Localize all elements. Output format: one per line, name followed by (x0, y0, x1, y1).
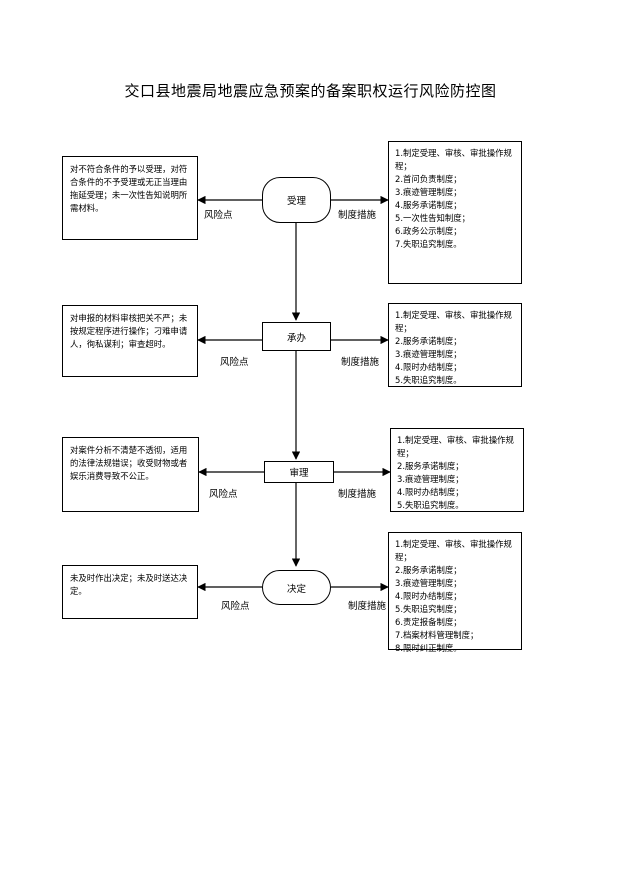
measure-item: 1.制定受理、审核、审批操作规程； (395, 539, 512, 562)
measures-box-review: 1.制定受理、审核、审批操作规程； 2.服务承诺制度； 3.痕迹管理制度； 4.… (390, 428, 524, 512)
measure-item: 2.服务承诺制度； (397, 461, 464, 471)
measure-item: 4.限时办结制度； (395, 591, 462, 601)
measure-item: 4.服务承诺制度； (395, 200, 462, 210)
risk-label: 风险点 (204, 210, 233, 221)
measure-label: 制度措施 (338, 489, 377, 500)
measure-label: 制度措施 (348, 601, 387, 612)
measure-item: 3.痕迹管理制度； (395, 578, 462, 588)
measure-item: 5.一次性告知制度； (395, 213, 470, 223)
risk-box-handle: 对申报的材料审核把关不严；未按规定程序进行操作；刁难申请人，徇私谋利；审查超时。 (62, 305, 198, 377)
stage-node-accept: 受理 (262, 177, 331, 223)
risk-label: 风险点 (209, 489, 238, 500)
measure-item: 5.失职追究制度。 (397, 500, 464, 510)
measure-label: 制度措施 (338, 210, 377, 221)
measure-item: 3.痕迹管理制度； (395, 349, 462, 359)
measure-label: 制度措施 (341, 357, 380, 368)
measure-item: 6.政务公示制度； (395, 226, 462, 236)
measure-item: 8.限时纠正制度。 (395, 643, 462, 653)
measure-item: 2.首问负责制度； (395, 174, 462, 184)
measure-item: 5.失职追究制度； (395, 604, 462, 614)
stage-node-decide: 决定 (262, 570, 331, 605)
risk-box-decide: 未及时作出决定；未及时送达决定。 (62, 565, 198, 619)
stage-node-review: 审理 (264, 461, 334, 483)
risk-box-review: 对案件分析不清楚不透彻，适用的法律法规错误；收受财物或者娱乐消费导致不公正。 (62, 437, 199, 512)
risk-box-accept: 对不符合条件的予以受理，对符合条件的不予受理或无正当理由拖延受理；未一次性告知说… (62, 156, 198, 240)
page-title: 交口县地震局地震应急预案的备案职权运行风险防控图 (124, 82, 497, 100)
measure-item: 3.痕迹管理制度； (397, 474, 464, 484)
risk-text: 对案件分析不清楚不透彻，适用的法律法规错误；收受财物或者娱乐消费导致不公正。 (70, 445, 188, 481)
risk-label: 风险点 (221, 601, 250, 612)
measure-item: 2.服务承诺制度； (395, 336, 462, 346)
risk-text: 对不符合条件的予以受理，对符合条件的不予受理或无正当理由拖延受理；未一次性告知说… (70, 164, 188, 213)
measures-box-accept: 1.制定受理、审核、审批操作规程； 2.首问负责制度； 3.痕迹管理制度； 4.… (388, 141, 522, 284)
risk-text: 未及时作出决定；未及时送达决定。 (70, 573, 188, 596)
measure-item: 3.痕迹管理制度； (395, 187, 462, 197)
stage-node-handle: 承办 (262, 322, 331, 351)
measure-item: 4.限时办结制度； (397, 487, 464, 497)
measures-box-decide: 1.制定受理、审核、审批操作规程； 2.服务承诺制度； 3.痕迹管理制度； 4.… (388, 532, 522, 653)
measures-box-handle: 1.制定受理、审核、审批操作规程； 2.服务承诺制度； 3.痕迹管理制度； 4.… (388, 303, 522, 387)
measure-item: 5.失职追究制度。 (395, 375, 462, 385)
measure-item: 1.制定受理、审核、审批操作规程； (397, 435, 514, 458)
measure-item: 6.责定报备制度； (395, 617, 462, 627)
measure-item: 4.限时办结制度； (395, 362, 462, 372)
measure-item: 7.档案材料管理制度； (395, 630, 479, 640)
measure-item: 2.服务承诺制度； (395, 565, 462, 575)
measure-item: 7.失职追究制度。 (395, 239, 462, 249)
measure-item: 1.制定受理、审核、审批操作规程； (395, 310, 512, 333)
risk-label: 风险点 (220, 357, 249, 368)
measure-item: 1.制定受理、审核、审批操作规程； (395, 148, 512, 171)
risk-text: 对申报的材料审核把关不严；未按规定程序进行操作；刁难申请人，徇私谋利；审查超时。 (70, 313, 188, 349)
